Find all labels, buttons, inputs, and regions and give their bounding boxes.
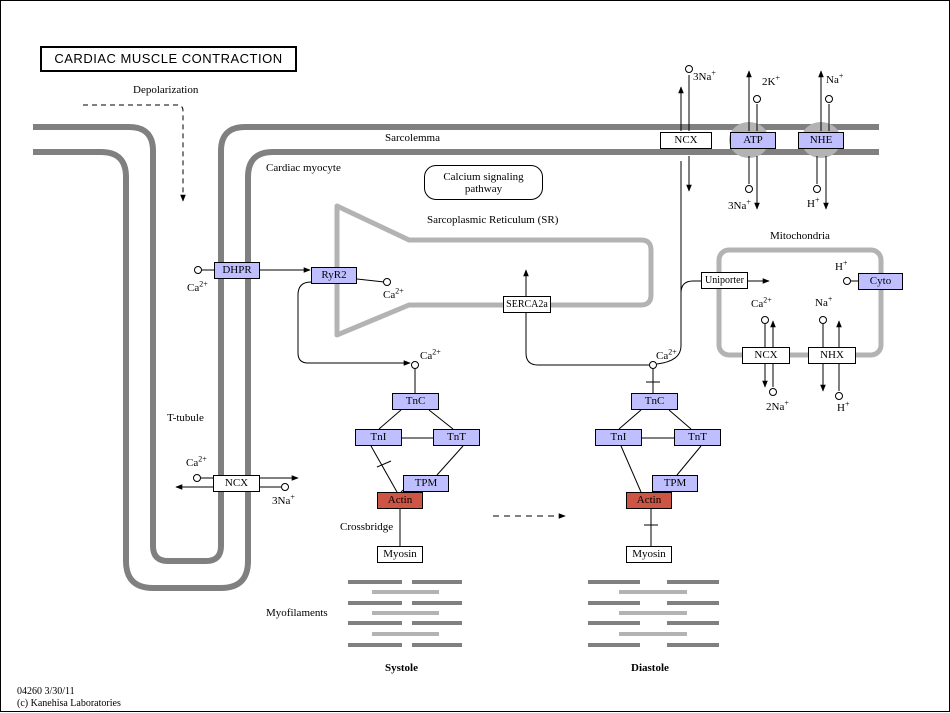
ion-2na-mito: 2Na+ (766, 398, 789, 413)
gene-tnc-diastole[interactable]: TnC (631, 393, 678, 410)
gene-nhx[interactable]: NHX (808, 347, 856, 364)
uniporter-arrow (680, 280, 701, 294)
depolarization-label: Depolarization (133, 84, 199, 96)
gene-ryr2[interactable]: RyR2 (311, 267, 357, 284)
gene-actin-systole[interactable]: Actin (377, 492, 423, 509)
gene-tpm-diastole[interactable]: TPM (652, 475, 698, 492)
sarcolemma-inner-membrane (33, 149, 879, 591)
diastole-label: Diastole (631, 662, 669, 674)
gene-tni-diastole[interactable]: TnI (595, 429, 642, 446)
myofilaments-label: Myofilaments (266, 607, 328, 619)
gene-actin-diastole[interactable]: Actin (626, 492, 672, 509)
sarcolemma-label: Sarcolemma (385, 132, 440, 144)
ca-systole-circle (411, 361, 419, 369)
diagram-title: CARDIAC MUSCLE CONTRACTION (40, 46, 297, 72)
ion-h-nhe: H+ (807, 195, 820, 210)
gene-tni-systole[interactable]: TnI (355, 429, 402, 446)
ca-diastole-circle (649, 361, 657, 369)
gene-tnt-diastole[interactable]: TnT (674, 429, 721, 446)
ion-na-nhe: Na+ (826, 71, 844, 86)
mitochondria-label: Mitochondria (770, 230, 830, 242)
ca-dhpr-circle (194, 266, 202, 274)
gene-tnt-systole[interactable]: TnT (433, 429, 480, 446)
footer-id: 04260 3/30/11 (17, 686, 75, 697)
gene-nhe[interactable]: NHE (798, 132, 844, 149)
t-tubule-label: T-tubule (167, 412, 204, 424)
gene-cyto[interactable]: Cyto (858, 273, 903, 290)
ion-ca-ttubule: Ca2+ (186, 454, 207, 469)
gene-ncx-mito[interactable]: NCX (742, 347, 790, 364)
ion-3na-ncx: 3Na+ (693, 68, 716, 83)
cardiac-myocyte-label: Cardiac myocyte (266, 162, 341, 174)
sr-label: Sarcoplasmic Reticulum (SR) (427, 214, 559, 226)
gene-atp[interactable]: ATP (730, 132, 776, 149)
ion-2k-atp: 2K+ (762, 73, 780, 88)
gene-myosin-diastole[interactable]: Myosin (626, 546, 672, 563)
systole-complex-lines (370, 409, 464, 547)
ion-ca-diastole: Ca2+ (656, 347, 677, 362)
ion-ca-mito: Ca2+ (751, 295, 772, 310)
gene-tpm-systole[interactable]: TPM (403, 475, 449, 492)
sarcolemma-outer-membrane (33, 124, 879, 564)
serca2a-uptake-arrow (523, 269, 649, 366)
ion-h-cyto: H+ (835, 258, 848, 273)
gene-serca2a[interactable]: SERCA2a (503, 296, 551, 313)
ion-ca-ryr2: Ca2+ (383, 286, 404, 301)
ion-3na-atp: 3Na+ (728, 197, 751, 212)
gene-tnc-systole[interactable]: TnC (392, 393, 439, 410)
ryr2-release-arrow (297, 281, 411, 366)
myofilaments-diastole (588, 580, 719, 647)
gene-ncx-ttubule[interactable]: NCX (213, 475, 260, 492)
ca-ryr2-circle (383, 278, 391, 286)
sr-membrane (334, 203, 654, 338)
ion-ca-systole: Ca2+ (420, 347, 441, 362)
gene-myosin-systole[interactable]: Myosin (377, 546, 423, 563)
systole-label: Systole (385, 662, 418, 674)
mitochondria-membrane (716, 247, 884, 358)
ion-na-nhx: Na+ (815, 294, 833, 309)
depolarization-arrow (83, 104, 186, 202)
ion-h-nhx: H+ (837, 399, 850, 414)
calcium-signaling-pathway-link[interactable]: Calcium signaling pathway (424, 165, 543, 200)
ion-ca-dhpr: Ca2+ (187, 279, 208, 294)
gene-dhpr[interactable]: DHPR (214, 262, 260, 279)
ion-3na-ttubule: 3Na+ (272, 492, 295, 507)
pathway-link-line2: pathway (464, 183, 503, 195)
crossbridge-label: Crossbridge (340, 521, 394, 533)
gene-ncx-sarcolemma[interactable]: NCX (660, 132, 712, 149)
pathway-link-line1: Calcium signaling (443, 171, 524, 183)
diastole-complex-lines (618, 409, 702, 547)
gene-uniporter[interactable]: Uniporter (701, 272, 748, 289)
footer-copyright: (c) Kanehisa Laboratories (17, 698, 121, 709)
myofilaments-systole (348, 580, 462, 647)
